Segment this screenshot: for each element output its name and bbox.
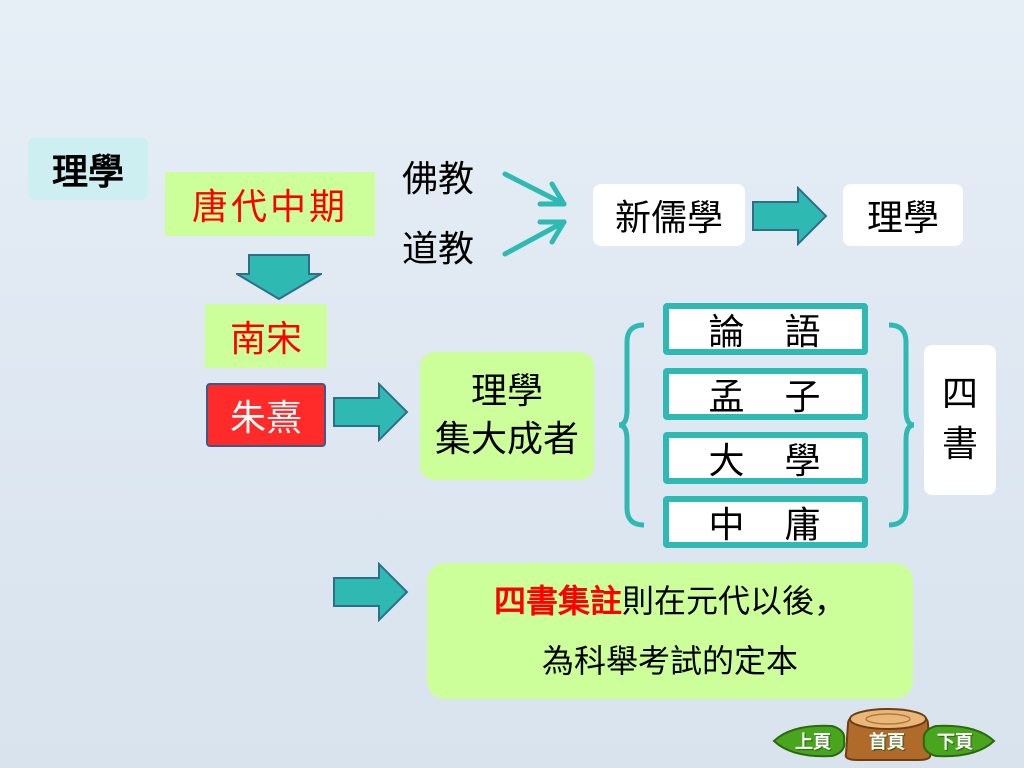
book-analects-label: 論 語 (669, 309, 862, 353)
synthesizer-box: 理學 集大成者 (420, 352, 594, 480)
neo-confucianism-label: 新儒學 (614, 198, 723, 239)
converging-arrows (502, 171, 567, 257)
right-arrow-1 (752, 186, 828, 246)
book-doctrine-of-mean: 中 庸 (663, 496, 868, 548)
book-great-learning-label: 大 學 (669, 438, 862, 482)
tang-dynasty-label: 唐代中期 (191, 187, 348, 228)
book-great-learning: 大 學 (663, 432, 868, 484)
note-box: 四書集註則在元代以後， 為科舉考試的定本 (427, 563, 913, 699)
book-doctrine-of-mean-label: 中 庸 (669, 502, 862, 546)
southern-song-label: 南宋 (229, 319, 302, 360)
left-brace (618, 322, 645, 528)
prev-page-button[interactable]: 上頁 (795, 732, 831, 753)
next-page-button[interactable]: 下頁 (937, 732, 973, 753)
zhuxi-label: 朱熹 (229, 398, 302, 439)
title-box: 理學 (28, 138, 148, 200)
note-highlight: 四書集註 (493, 582, 622, 620)
tree-stump-icon (844, 708, 932, 761)
book-analects: 論 語 (663, 303, 868, 355)
four-books-box: 四 書 (924, 345, 996, 495)
southern-song-box: 南宋 (205, 304, 327, 368)
book-mencius-label: 孟 子 (669, 374, 862, 418)
four-books-line2: 書 (941, 424, 978, 465)
home-button[interactable]: 首頁 (869, 732, 905, 753)
right-arrow-2 (333, 382, 409, 442)
tang-dynasty-box: 唐代中期 (165, 172, 375, 236)
right-brace (888, 322, 915, 528)
synthesizer-line2: 集大成者 (434, 419, 579, 460)
next-leaf-icon (922, 724, 996, 758)
right-arrow-3 (333, 562, 409, 622)
note-rest: 則在元代以後， (622, 582, 847, 620)
note-line2: 為科舉考試的定本 (541, 642, 798, 680)
neo-confucianism-box: 新儒學 (593, 184, 745, 246)
zhuxi-box: 朱熹 (206, 383, 326, 447)
book-mencius: 孟 子 (663, 368, 868, 420)
synthesizer-line1: 理學 (470, 371, 543, 412)
buddhism-label: 佛教 (402, 159, 475, 200)
down-arrow (236, 254, 322, 300)
prev-leaf-icon (772, 724, 846, 758)
taoism-label: 道教 (402, 229, 475, 270)
page-title: 理學 (51, 151, 124, 193)
lixue-result-box: 理學 (843, 184, 963, 246)
lixue-result-label: 理學 (866, 198, 939, 239)
four-books-line1: 四 (941, 374, 978, 415)
note-line1: 四書集註則在元代以後， (494, 571, 846, 631)
